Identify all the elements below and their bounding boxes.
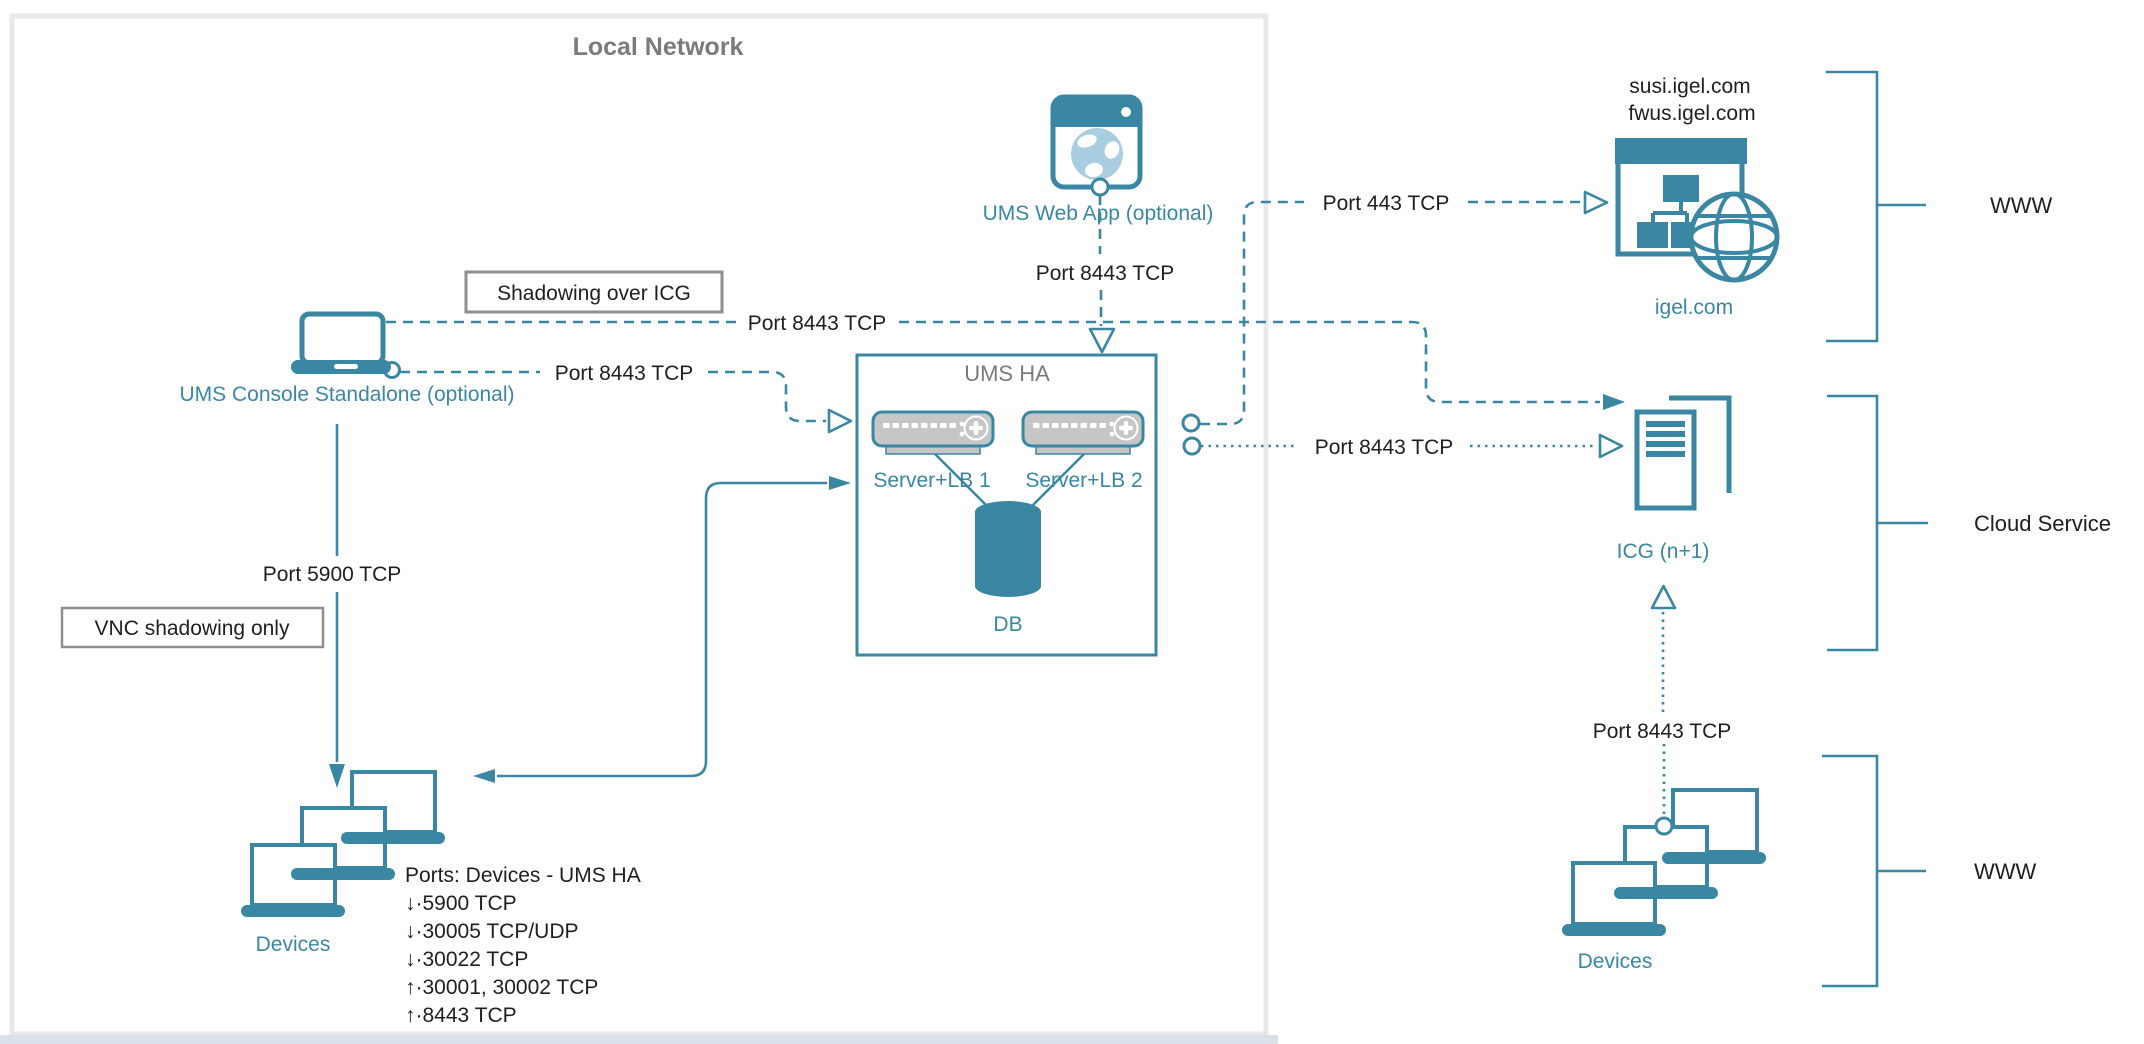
igel-com-icon (1615, 138, 1780, 283)
devices-local-icon (241, 770, 445, 917)
server-lb1-icon (871, 410, 995, 455)
umsha-title: UMS HA (964, 361, 1050, 386)
zone-www-top-label: WWW (1990, 193, 2053, 218)
bracket-www-top (1826, 70, 1879, 343)
bracket-www-bottom (1822, 754, 1879, 988)
webapp-node (1090, 177, 1110, 197)
devices-to-icg-line (1661, 610, 1666, 816)
ports-list-item: ↓·5900 TCP (405, 892, 517, 915)
ports-list-item: ↑·8443 TCP (405, 1004, 517, 1027)
ums-console-laptop-icon (291, 311, 391, 374)
console-label: UMS Console Standalone (optional) (179, 383, 514, 406)
umsha-group: UMS HA (855, 353, 1158, 657)
devices-to-umsha-line (497, 481, 827, 778)
console-to-umsha-line (400, 370, 826, 423)
igel-host2: fwus.igel.com (1628, 102, 1755, 125)
db-label: DB (993, 613, 1022, 636)
zone-www-bottom-label: WWW (1974, 859, 2037, 884)
umsha-icg-port-label: Port 8443 TCP (1315, 436, 1454, 459)
vnc-callout-label: VNC shadowing only (95, 617, 290, 640)
ports-list-item: ↓·30022 TCP (405, 948, 528, 971)
port-443-label: Port 443 TCP (1323, 192, 1450, 215)
webapp-label: UMS Web App (optional) (983, 202, 1214, 225)
webapp-window-dot (1121, 107, 1131, 117)
shadowing-callout-label: Shadowing over ICG (497, 282, 691, 305)
ports-list-title: Ports: Devices - UMS HA (405, 864, 641, 887)
vnc-callout-box (60, 606, 325, 649)
console-icg-port-label: Port 8443 TCP (748, 312, 887, 335)
icg-label: ICG (n+1) (1617, 540, 1710, 563)
icg-icon (1634, 395, 1732, 511)
server-lb2-label: Server+LB 2 (1025, 469, 1142, 492)
arrow-open-right-umsha (827, 408, 853, 434)
db-icon (975, 501, 1041, 597)
arrow-open-right-icg-dotted (1598, 433, 1624, 459)
devices-cloud-icon (1562, 788, 1766, 936)
server-lb2-icon (1021, 410, 1145, 455)
bracket-cloud-service (1827, 394, 1879, 652)
bottom-edge-strip (0, 1035, 1278, 1044)
arrow-filled-down-devices (329, 764, 345, 788)
arrow-open-down-umsha (1088, 327, 1116, 354)
ports-list-item: ↓·30005 TCP/UDP (405, 920, 579, 943)
umsha-node-top (1181, 413, 1201, 433)
ports-list-item: ↑·30001, 30002 TCP (405, 976, 598, 999)
console-umsha-port-label: Port 8443 TCP (555, 362, 694, 385)
zone-brackets (1822, 70, 1928, 988)
devices-cloud-node (1654, 816, 1674, 836)
devices-local-label: Devices (256, 933, 331, 956)
arrow-open-up-icg (1650, 584, 1677, 610)
igel-com-label: igel.com (1655, 296, 1733, 319)
arrow-open-right-igel (1583, 190, 1609, 215)
devices-ports-list: Ports: Devices - UMS HA ↓·5900 TCP ↓·300… (405, 864, 641, 1027)
vnc-callout: VNC shadowing only (60, 606, 325, 649)
igel-host1: susi.igel.com (1629, 75, 1750, 98)
arrow-filled-right-icg (1603, 394, 1625, 410)
umsha-to-igel-line (1200, 200, 1583, 426)
console-to-icg-line (386, 320, 1600, 404)
shadowing-callout-box (464, 270, 724, 314)
local-network-title: Local Network (573, 33, 744, 61)
server-lb1-label: Server+LB 1 (873, 469, 990, 492)
shadowing-callout: Shadowing over ICG (464, 270, 724, 314)
devices-icg-port-label: Port 8443 TCP (1593, 720, 1732, 743)
globe-icon (1688, 191, 1780, 283)
umsha-node-bottom (1182, 436, 1202, 456)
port-5900-label: Port 5900 TCP (263, 563, 402, 586)
devices-cloud-label: Devices (1578, 950, 1653, 973)
connections (335, 195, 1666, 816)
zone-cloud-service-label: Cloud Service (1974, 511, 2111, 536)
webapp-to-umsha-line (1098, 195, 1103, 326)
arrowheads (329, 190, 1677, 788)
arrow-filled-left-devices (473, 769, 495, 783)
webapp-port-label: Port 8443 TCP (1036, 262, 1175, 285)
arrow-filled-right-umsha (829, 476, 851, 490)
ums-webapp-icon (1050, 94, 1143, 197)
